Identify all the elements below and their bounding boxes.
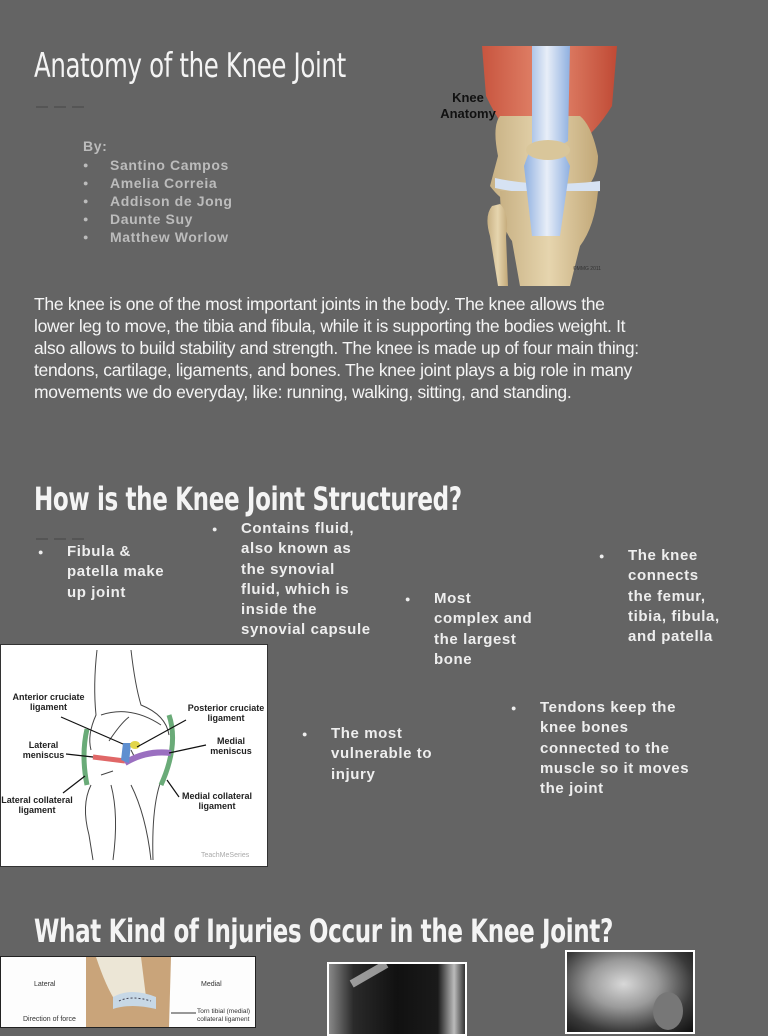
bullet-tendons: ● Tendons keep the knee bones connected … (511, 699, 690, 798)
label-lateral: Lateral (34, 981, 56, 988)
bullet-knee-connects: ● The knee connects the femur, tibia, fi… (599, 547, 720, 646)
knee-ligament-illustration (60, 649, 207, 861)
title-divider (36, 106, 84, 108)
diagram-credit: TeachMeSeries (201, 852, 250, 859)
bullet-icon: ● (38, 547, 45, 557)
by-label: By: (83, 138, 108, 154)
bullet-fibula-patella: ● Fibula & patella make up joint (38, 543, 165, 601)
knee-illustration (482, 46, 617, 286)
author-item: Santino Campos (83, 156, 233, 174)
injuries-heading: What Kind of Injuries Occur in the Knee … (34, 912, 613, 950)
author-item: Addison de Jong (83, 192, 233, 210)
bullet-vulnerable: ● The most vulnerable to injury (302, 725, 433, 783)
bullet-icon: ● (511, 703, 518, 713)
structure-heading: How is the Knee Joint Structured? (34, 480, 462, 518)
label-direction-force: Direction of force (23, 1016, 76, 1023)
bullet-synovial-fluid: ● Contains fluid, also known as the syno… (212, 520, 371, 639)
bullet-icon: ● (599, 551, 606, 561)
author-byline: By: Santino Campos Amelia Correia Addiso… (83, 137, 233, 246)
bullet-icon: ● (405, 594, 412, 604)
label-torn-ligament: Torn tibial (medial)collateral ligament (197, 1008, 251, 1023)
bullet-most-complex: ● Most complex and the largest bone (405, 590, 533, 668)
knee-anatomy-label: Knee Anatomy (440, 90, 496, 121)
mcl-tear-diagram: Lateral Medial Direction of force Torn t… (0, 956, 256, 1028)
xray-image (565, 950, 695, 1034)
author-item: Daunte Suy (83, 210, 233, 228)
author-item: Amelia Correia (83, 174, 233, 192)
page-title: Anatomy of the Knee Joint (34, 46, 346, 86)
bullet-icon: ● (212, 524, 219, 534)
author-list: Santino Campos Amelia Correia Addison de… (83, 156, 233, 246)
image-credit: ©MMG 2011 (573, 266, 602, 272)
intro-paragraph: The knee is one of the most important jo… (34, 294, 639, 402)
structure-divider (36, 538, 84, 540)
mri-image (327, 962, 467, 1036)
author-item: Matthew Worlow (83, 228, 233, 246)
label-medial: Medial (201, 981, 222, 988)
bullet-icon: ● (302, 729, 309, 739)
mcl-tear-illustration (86, 957, 196, 1027)
knee-anatomy-image: Knee Anatomy ©MMG 2011 (420, 46, 620, 286)
